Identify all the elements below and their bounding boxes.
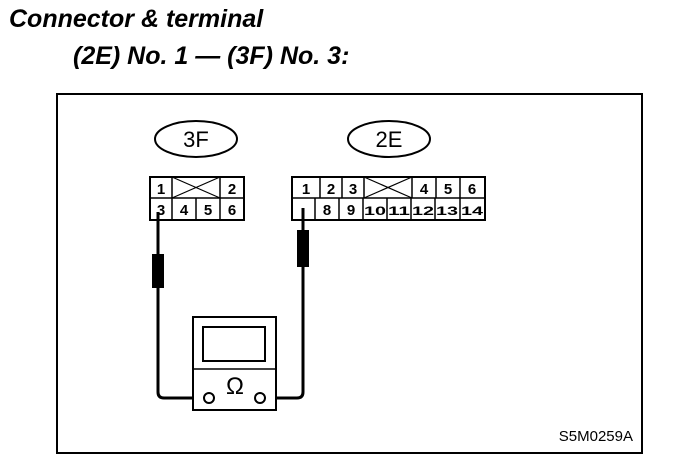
test-lead-right	[266, 208, 309, 400]
connector-2e-name: 2E	[376, 127, 403, 152]
connector-2e-blank-cavity	[363, 176, 413, 199]
terminal-2e-4: 4	[420, 181, 429, 198]
figure-code: S5M0259A	[559, 428, 633, 445]
terminal-2e-2: 2	[327, 181, 335, 198]
ohm-symbol: Ω	[226, 373, 244, 400]
page-subtitle: (2E) No. 1 — (3F) No. 3:	[73, 42, 350, 70]
terminal-3f-1: 1	[157, 181, 165, 198]
test-lead-left	[152, 212, 202, 400]
terminal-3f-3: 3	[157, 202, 165, 219]
connector-3f-name: 3F	[183, 127, 209, 152]
diagram-frame	[56, 93, 643, 454]
probe-grip-right	[297, 230, 309, 267]
terminal-2e-8: 8	[323, 202, 331, 219]
terminal-3f-2: 2	[228, 181, 236, 198]
terminal-2e-1: 1	[302, 181, 310, 198]
terminal-3f-5: 5	[204, 202, 212, 219]
terminal-2e-5: 5	[444, 181, 452, 198]
terminal-2e-6: 6	[468, 181, 476, 198]
terminal-2e-14: 14	[461, 204, 484, 218]
ohmmeter-icon: Ω	[192, 316, 277, 411]
connector-2e-callout: 2E	[347, 120, 431, 158]
terminal-2e-11: 11	[388, 204, 411, 218]
terminal-2e-12: 12	[412, 204, 435, 218]
meter-display	[202, 326, 266, 362]
terminal-3f-6: 6	[228, 202, 236, 219]
terminal-3f-4: 4	[180, 202, 189, 219]
connector-2e: 1 2 3 4 5 6 8 9 10 11 12 13 14	[291, 176, 486, 221]
connector-3f: 1 2 3 4 5 6	[149, 176, 245, 221]
terminal-2e-10: 10	[364, 204, 387, 218]
meter-terminal-right	[254, 392, 266, 404]
meter-terminal-left	[203, 392, 215, 404]
connector-3f-callout: 3F	[154, 120, 238, 158]
page-title: Connector & terminal	[9, 5, 264, 33]
terminal-2e-9: 9	[347, 202, 355, 219]
terminal-2e-3: 3	[349, 181, 357, 198]
connector-3f-blank-cavity	[171, 176, 221, 199]
probe-grip-left	[152, 254, 164, 288]
terminal-2e-13: 13	[436, 204, 459, 218]
